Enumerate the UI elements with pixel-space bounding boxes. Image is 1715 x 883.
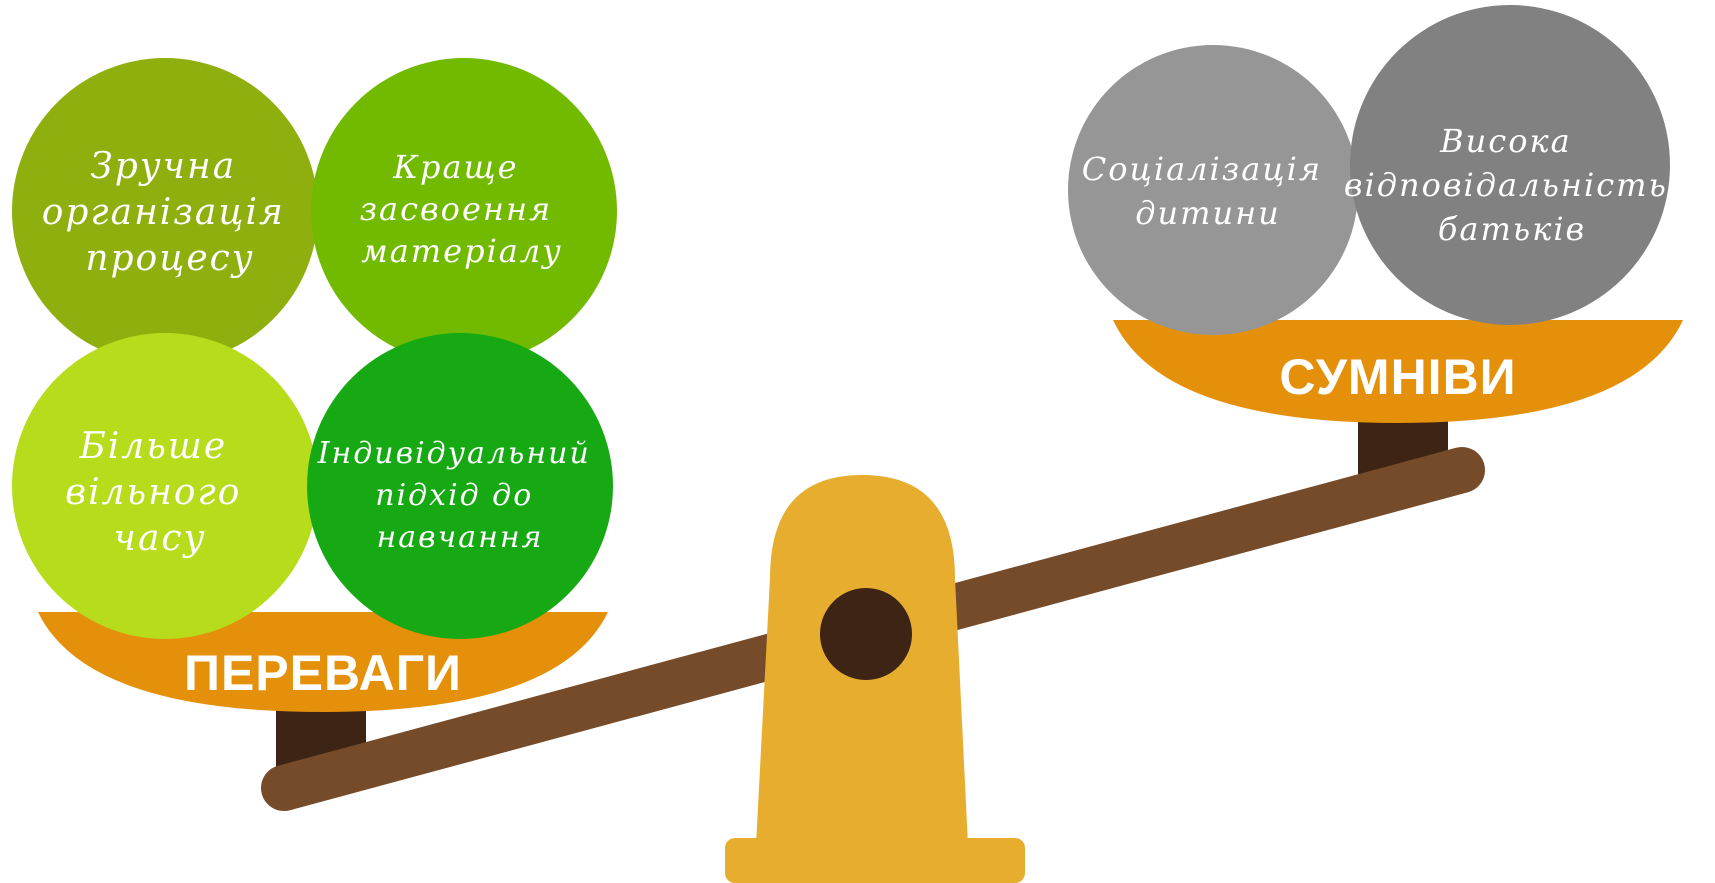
doubts-label: СУМНІВИ bbox=[1279, 349, 1516, 405]
advantage-text: Зручна організація процесу bbox=[42, 146, 299, 279]
advantage-circle bbox=[311, 58, 617, 364]
advantage-item: Зручна організація процесу bbox=[12, 58, 318, 364]
advantage-item: Більше вільного часу bbox=[12, 333, 318, 639]
pivot-hole bbox=[820, 588, 912, 680]
advantages-label: ПЕРЕВАГИ bbox=[184, 645, 462, 701]
doubt-item: Соціалізація дитини bbox=[1068, 45, 1358, 335]
doubt-text: Соціалізація дитини bbox=[1082, 150, 1334, 232]
advantage-item: Індивідуальний підхід до навчання bbox=[307, 333, 613, 639]
doubts-pan bbox=[1113, 320, 1683, 423]
advantage-circle bbox=[307, 333, 613, 639]
doubt-circle bbox=[1068, 45, 1358, 335]
advantage-circle bbox=[12, 58, 318, 364]
advantages-items: Зручна організація процесу Краще засвоен… bbox=[12, 58, 617, 639]
doubt-item: Висока відповідальність батьків bbox=[1344, 5, 1680, 325]
doubts-items: Соціалізація дитини Висока відповідальні… bbox=[1068, 5, 1680, 335]
doubt-circle bbox=[1350, 5, 1670, 325]
doubt-text: Висока відповідальність батьків bbox=[1344, 122, 1680, 248]
advantage-text: Індивідуальний підхід до навчання bbox=[317, 436, 603, 555]
advantage-text: Краще засвоення матеріалу bbox=[360, 148, 565, 270]
advantage-item: Краще засвоення матеріалу bbox=[311, 58, 617, 364]
advantage-circle bbox=[12, 333, 318, 639]
advantage-text: Більше вільного часу bbox=[65, 426, 255, 559]
fulcrum-base bbox=[725, 838, 1025, 883]
